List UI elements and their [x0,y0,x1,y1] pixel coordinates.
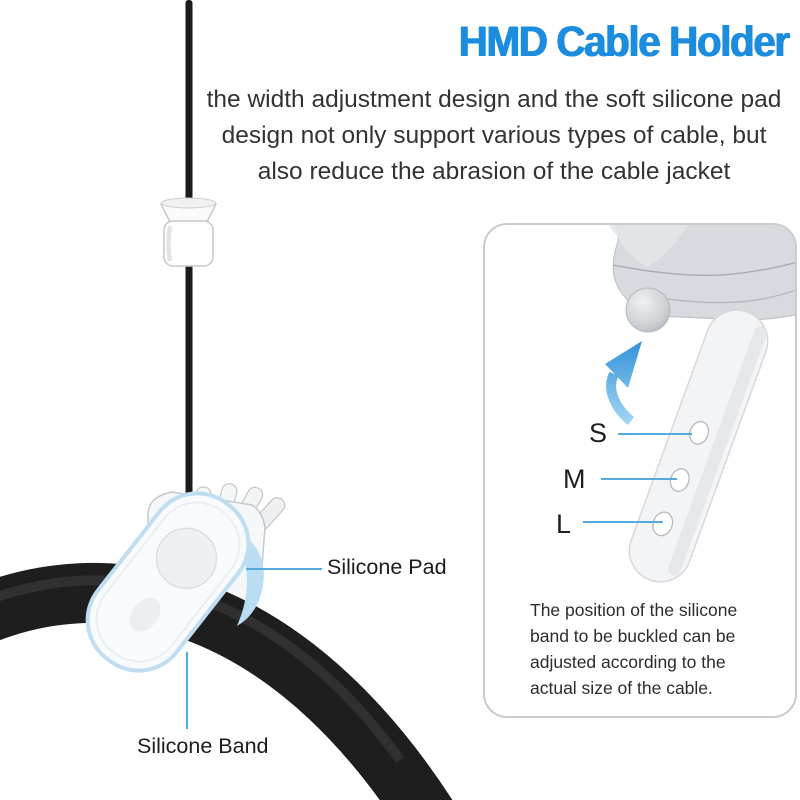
intro-text: the width adjustment design and the soft… [204,82,784,190]
pivot-knob [625,287,671,333]
silicone-band [85,491,251,673]
page-title: HMD Cable Holder [457,18,789,66]
caption-line: adjusted according to the [530,652,726,672]
caption-line: band to be buckled can be [530,626,736,646]
panel-caption: The position of the silicone band to be … [530,597,775,701]
silicone-pad-label: Silicone Pad [327,555,447,579]
curved-up-arrow-icon [605,341,642,425]
strap-hole-m [669,468,690,492]
strap-hole-l [652,511,674,537]
size-s-leader-line [618,433,692,435]
intro-line: the width adjustment design and the soft… [206,86,782,113]
size-guide-graphic [605,225,795,583]
hmd-cable [185,0,193,516]
caption-line: actual size of the cable. [530,678,713,698]
cable-stopper-bead [159,197,218,267]
size-m-leader-line [601,478,677,480]
size-label-l: L [556,509,572,539]
size-label-m: M [563,464,586,494]
headset-clip-housing [608,225,795,333]
intro-line: also reduce the abrasion of the cable ja… [257,158,731,185]
strap-hole-s [689,420,710,445]
cable-ring [0,562,453,800]
silicone-pad-highlight [237,534,264,626]
size-guide-panel: S M L The position of the silicone band … [483,223,797,718]
caption-line: The position of the silicone [530,600,738,620]
size-label-s: S [589,418,608,448]
silicone-band-label: Silicone Band [137,734,269,758]
intro-line: design not only support various types of… [221,122,767,149]
adjustment-strap [628,309,769,583]
size-l-leader-line [583,521,663,523]
